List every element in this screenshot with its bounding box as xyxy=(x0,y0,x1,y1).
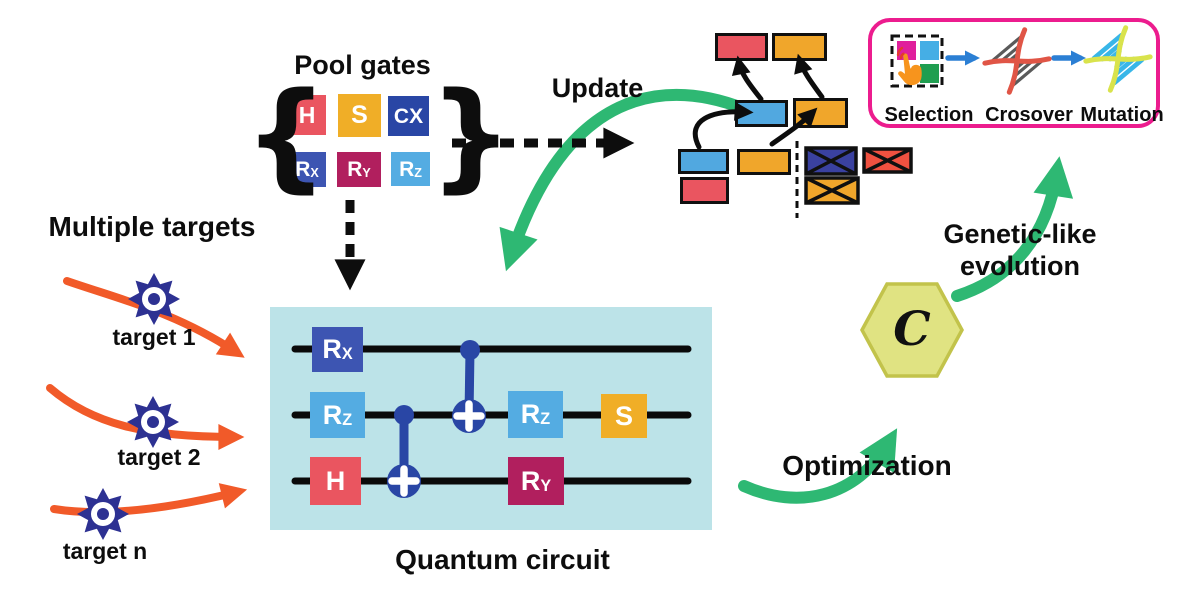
optimization-arrow xyxy=(738,428,898,504)
target1-label: target 1 xyxy=(112,324,196,350)
pool-brace-right: } xyxy=(429,66,514,204)
evolution-arrow xyxy=(951,156,1074,302)
selection-icon xyxy=(890,34,944,88)
population-arrow-orange-to-orange xyxy=(794,53,825,100)
crossover-icon xyxy=(982,27,1052,95)
targetn-star-icon xyxy=(77,488,129,540)
pool-gate-s: S xyxy=(338,94,381,137)
cnot-gate-2 xyxy=(387,405,421,498)
target2-arrow xyxy=(46,384,245,450)
population-rect-red-bottom xyxy=(680,177,729,204)
pool-gate-cx: CX xyxy=(388,96,429,136)
hand-pointer-icon xyxy=(898,53,922,86)
circuit-gate-h: H xyxy=(310,457,361,505)
pool-title: Pool gates xyxy=(294,50,431,80)
crossover-label: Crosover xyxy=(985,104,1073,126)
quantum-circuit-caption: Quantum circuit xyxy=(395,544,610,575)
evolution-label-line2: evolution xyxy=(960,251,1080,281)
targetn-label: target n xyxy=(62,538,148,564)
pool-brace-left: { xyxy=(244,66,329,204)
target2-label: target 2 xyxy=(117,444,201,470)
discarded-circuit-orange xyxy=(804,176,860,205)
target2-star-icon xyxy=(127,396,179,448)
selection-label: Selection xyxy=(884,104,974,126)
population-arrow-bottomblue-to-blue xyxy=(692,101,754,150)
population-arrow-blue-to-red xyxy=(731,55,764,102)
population-rect-orange-bottom xyxy=(737,149,791,175)
update-arrow xyxy=(499,88,758,272)
pool-gate-h: H xyxy=(288,95,326,135)
mutation-icon xyxy=(1083,25,1153,93)
cost-hexagon xyxy=(860,282,964,378)
cost-function-symbol: C xyxy=(893,302,931,357)
mutation-label: Mutation xyxy=(1080,104,1164,126)
population-rect-blue-bottom xyxy=(678,149,729,174)
target1-star-icon xyxy=(128,273,180,325)
update-label: Update xyxy=(551,73,644,103)
cnot-gate-1 xyxy=(452,340,486,433)
population-arrow-bottomorange-to-orange xyxy=(769,107,818,147)
targetn-arrow xyxy=(50,483,248,517)
circuit-gate-s: S xyxy=(601,394,647,438)
multiple-targets-title: Multiple targets xyxy=(48,211,256,242)
discarded-circuit-red xyxy=(862,147,913,174)
evolution-label-line1: Genetic-like xyxy=(943,219,1097,249)
discarded-circuit-navy xyxy=(804,146,858,176)
